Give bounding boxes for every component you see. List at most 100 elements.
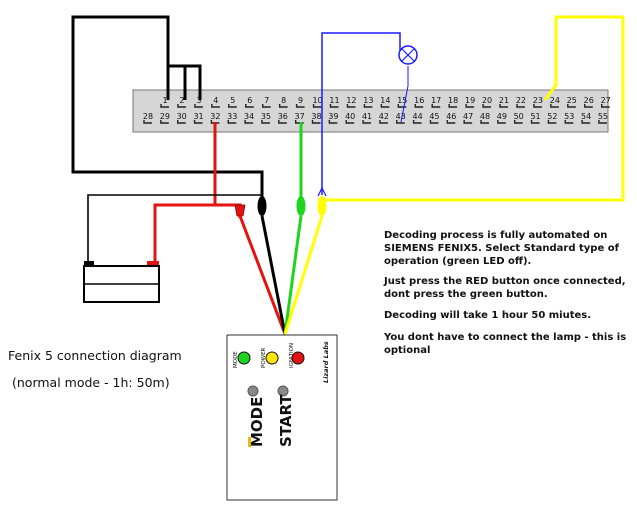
bottom-pin-47: 47 bbox=[463, 112, 473, 121]
bottom-pin-35: 35 bbox=[261, 112, 271, 121]
bottom-pin-28: 28 bbox=[143, 112, 153, 121]
bottom-pin-tick-44 bbox=[412, 120, 422, 124]
bottom-pin-41: 41 bbox=[362, 112, 372, 121]
top-pin-tick-16 bbox=[414, 104, 424, 108]
top-pin-tick-9 bbox=[295, 104, 305, 108]
bottom-pin-37: 37 bbox=[295, 112, 305, 121]
bottom-pin-tick-45 bbox=[429, 120, 439, 124]
bottom-pin-tick-33 bbox=[227, 120, 237, 124]
black-wire-pin3 bbox=[185, 64, 202, 100]
red-clip bbox=[234, 204, 246, 217]
top-pin-tick-26 bbox=[584, 104, 593, 108]
power-led bbox=[265, 351, 279, 365]
bottom-pin-33: 33 bbox=[227, 112, 237, 121]
mode-led bbox=[237, 351, 251, 365]
top-pin-15: 15 bbox=[397, 96, 407, 105]
diagram-title: Fenix 5 connection diagram bbox=[8, 348, 182, 363]
yellow-clip bbox=[317, 196, 327, 216]
top-pin-tick-18 bbox=[448, 104, 458, 108]
bottom-pin-40: 40 bbox=[345, 112, 355, 121]
bottom-pin-tick-55 bbox=[598, 120, 607, 124]
red-wire-battery bbox=[153, 203, 240, 262]
bottom-pin-tick-35 bbox=[261, 120, 270, 124]
bottom-pin-36: 36 bbox=[278, 112, 288, 121]
bottom-pin-29: 29 bbox=[160, 112, 170, 121]
bottom-pin-31: 31 bbox=[193, 112, 203, 121]
start-button-label: START bbox=[277, 394, 295, 447]
top-pin-tick-7 bbox=[262, 104, 271, 108]
top-pin-tick-4 bbox=[211, 104, 220, 108]
ecu-connector bbox=[132, 89, 609, 133]
top-pin-26: 26 bbox=[584, 96, 594, 105]
bottom-pin-tick-47 bbox=[463, 120, 473, 124]
mode-underline bbox=[248, 437, 251, 447]
green-lead bbox=[283, 215, 303, 335]
bottom-pin-tick-43 bbox=[396, 120, 405, 124]
bottom-pin-42: 42 bbox=[379, 112, 389, 121]
black-wire-loop bbox=[71, 15, 264, 200]
bottom-pin-tick-42 bbox=[379, 120, 388, 124]
bottom-pin-39: 39 bbox=[328, 112, 338, 121]
mode-button[interactable] bbox=[247, 385, 259, 397]
bottom-pin-34: 34 bbox=[244, 112, 254, 121]
top-pin-22: 22 bbox=[516, 96, 526, 105]
black-lead bbox=[260, 215, 287, 335]
top-pin-25: 25 bbox=[567, 96, 577, 105]
top-pin-tick-6 bbox=[245, 104, 254, 108]
top-pin-tick-11 bbox=[329, 104, 339, 108]
bottom-pin-tick-48 bbox=[480, 120, 489, 124]
battery-plus-terminal bbox=[147, 261, 159, 267]
top-pin-10: 10 bbox=[312, 96, 322, 105]
top-pin-21: 21 bbox=[499, 96, 509, 105]
top-pin-4: 4 bbox=[213, 96, 218, 105]
led-label-ignition: IGNITION bbox=[289, 343, 295, 368]
yellow-lead bbox=[283, 215, 324, 335]
top-pin-20: 20 bbox=[482, 96, 492, 105]
bottom-pin-53: 53 bbox=[564, 112, 574, 121]
start-button[interactable] bbox=[277, 385, 289, 397]
top-pin-tick-24 bbox=[550, 104, 559, 108]
bottom-pin-tick-46 bbox=[446, 120, 456, 124]
top-pin-6: 6 bbox=[247, 96, 252, 105]
top-pin-tick-20 bbox=[482, 104, 492, 108]
top-pin-27: 27 bbox=[601, 96, 611, 105]
device-brand: Lizard Labs bbox=[322, 341, 330, 383]
bottom-pin-49: 49 bbox=[497, 112, 507, 121]
top-pin-13: 13 bbox=[363, 96, 373, 105]
bottom-pin-30: 30 bbox=[177, 112, 187, 121]
bottom-pin-46: 46 bbox=[446, 112, 456, 121]
bottom-pin-tick-49 bbox=[497, 120, 506, 124]
instruction-duration: Decoding will take 1 hour 50 miutes. bbox=[384, 310, 592, 321]
diagram-subtitle: (normal mode - 1h: 50m) bbox=[12, 375, 170, 390]
bottom-pin-50: 50 bbox=[514, 112, 524, 121]
instruction-lamp-optional: You dont have to connect the lamp - this… bbox=[384, 332, 627, 356]
bottom-pin-tick-50 bbox=[514, 120, 523, 124]
top-pin-tick-13 bbox=[363, 104, 373, 108]
battery-minus-terminal bbox=[84, 261, 94, 267]
led-label-power: POWER bbox=[261, 347, 267, 368]
top-pin-tick-25 bbox=[567, 104, 576, 108]
top-pin-tick-3 bbox=[194, 104, 203, 108]
top-pin-tick-2 bbox=[177, 104, 186, 108]
led-label-mode: MODE bbox=[233, 351, 239, 368]
instruction-automated: Decoding process is fully automated on S… bbox=[384, 230, 619, 267]
blue-clip bbox=[317, 186, 327, 197]
blue-wire bbox=[321, 32, 401, 195]
bottom-pin-tick-53 bbox=[564, 120, 574, 124]
top-pin-7: 7 bbox=[264, 96, 269, 105]
bottom-pin-54: 54 bbox=[581, 112, 591, 121]
bottom-pin-55: 55 bbox=[598, 112, 608, 121]
top-pin-16: 16 bbox=[414, 96, 424, 105]
top-pin-17: 17 bbox=[431, 96, 441, 105]
top-pin-9: 9 bbox=[298, 96, 303, 105]
bottom-pin-32: 32 bbox=[210, 112, 220, 121]
bottom-pin-tick-40 bbox=[345, 120, 355, 124]
lamp-cross-b bbox=[401, 48, 415, 62]
bottom-pin-tick-29 bbox=[160, 120, 169, 124]
bottom-pin-tick-36 bbox=[278, 120, 287, 124]
bottom-pin-38: 38 bbox=[311, 112, 321, 121]
top-pin-5: 5 bbox=[230, 96, 235, 105]
top-pin-tick-22 bbox=[516, 104, 525, 108]
